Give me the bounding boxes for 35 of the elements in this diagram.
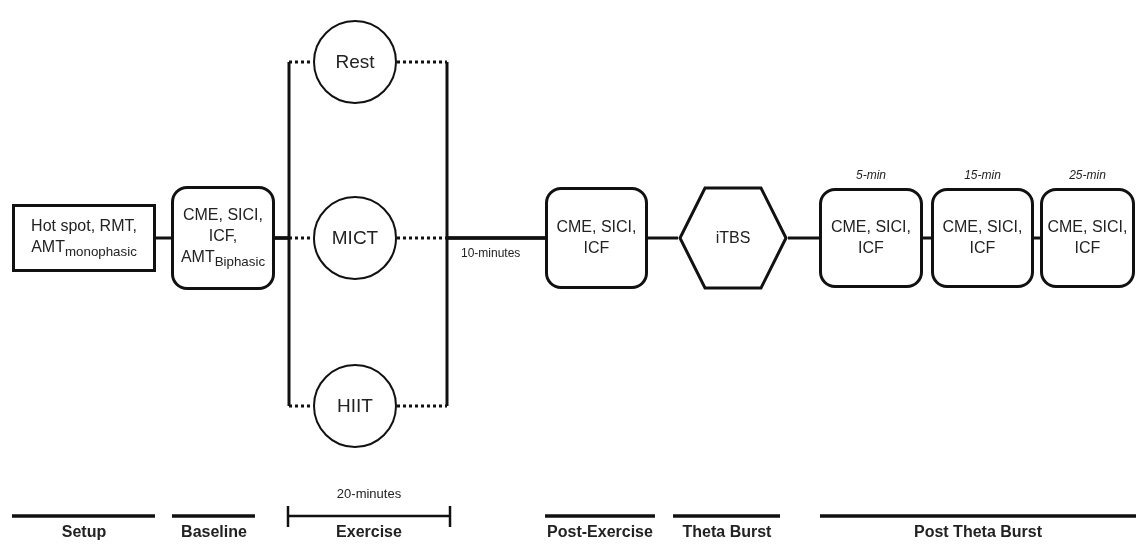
connector-line [788,236,819,240]
phase-label: Exercise [336,523,402,541]
connector-line [275,236,313,408]
node-text: CME, SICI, ICF [555,217,638,258]
rounded-box [931,188,1034,288]
connector-line [1034,236,1040,240]
node-text: CME, SICI, ICF [941,217,1024,258]
node-text: CME, SICI, ICF [1046,217,1129,258]
edge-label: 10-minutes [459,246,523,260]
time-label: 25-min [1069,168,1106,182]
connector-line [648,236,678,240]
rounded-box [171,186,275,290]
rounded-box [545,187,648,289]
duration-label: 20-minutes [336,486,402,501]
phase-label: Post Theta Burst [914,523,1042,541]
rounded-box [819,188,923,288]
connector-line [397,236,545,408]
connector-line [156,236,171,240]
node-text: Rest [334,49,376,74]
process-box [12,204,156,272]
connector-line [923,236,931,240]
rounded-box [1040,188,1135,288]
node-text: CME, SICI, ICF, AMT$_{Biphasic}$ [179,205,267,271]
node-text: CME, SICI, ICF [830,217,912,258]
node-text: Hot spot, RMT, AMT$_{monophasic}$ [30,215,138,261]
phase-label: Post-Exercise [547,523,653,541]
phase-label: Theta Burst [682,523,772,541]
phase-label: Baseline [181,523,247,541]
time-label: 5-min [856,168,886,182]
time-label: 15-min [964,168,1001,182]
node-text: HIIT [336,393,374,418]
node-text: MICT [330,225,380,250]
hexagon-node [678,186,788,290]
node-text: iTBS [714,227,752,248]
phase-label: Setup [61,523,107,541]
